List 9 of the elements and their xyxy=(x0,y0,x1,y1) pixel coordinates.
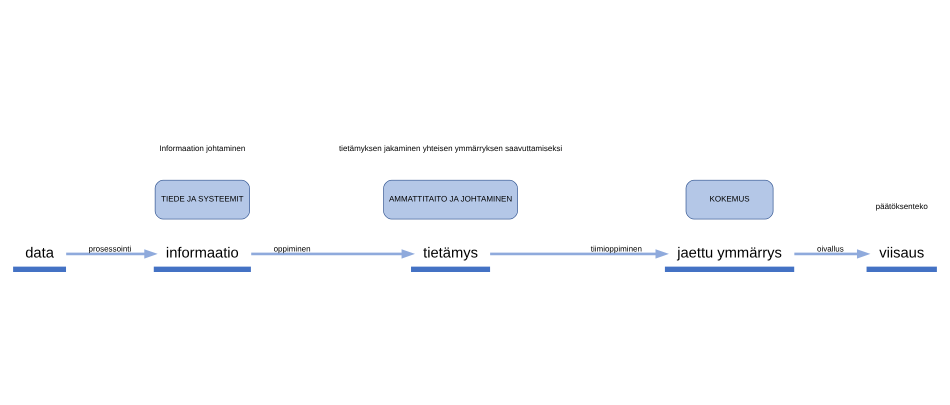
node-text: data xyxy=(25,245,54,262)
node-text: tietämys xyxy=(423,245,478,262)
arrow xyxy=(794,248,870,258)
arrow xyxy=(66,248,158,258)
arrow xyxy=(490,248,669,258)
node-text: jaettu ymmärrys xyxy=(677,245,782,262)
node-text: viisaus xyxy=(879,245,924,262)
node-text: informaatio xyxy=(166,245,239,262)
arrow xyxy=(251,248,415,258)
